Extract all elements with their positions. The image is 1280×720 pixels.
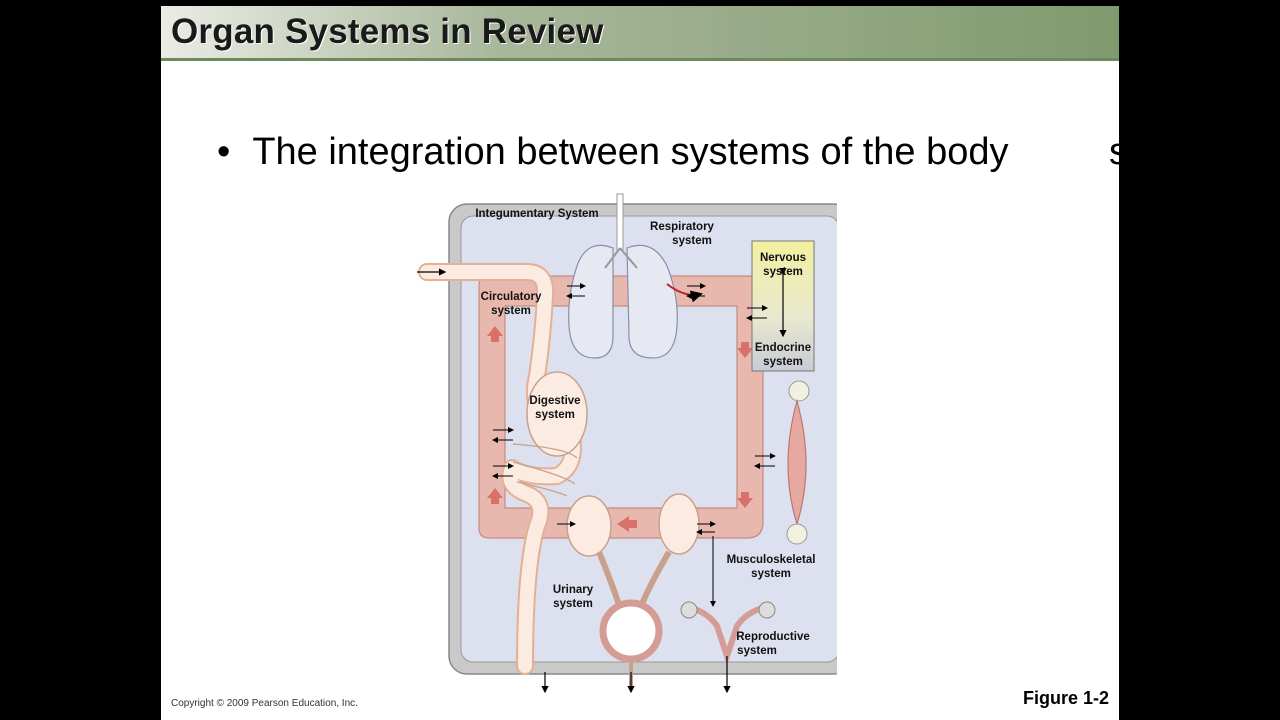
bullet-text: The integration between systems of the b…: [252, 131, 1009, 173]
intestines: [512, 443, 578, 497]
gas-exchange-arrow: [666, 283, 703, 303]
digestive-label-1: Digestive: [529, 395, 580, 407]
slide: Organ Systems in Review • The integration…: [161, 6, 1119, 720]
digestive-label-2: system: [535, 409, 575, 421]
circulatory-label-1: Circulatory: [481, 291, 542, 303]
exchange-arrows: [492, 283, 776, 607]
bronchi: [604, 247, 638, 269]
nervous-label-1: Nervous: [760, 252, 806, 264]
flow-arrow-right-top: [737, 342, 753, 358]
flow-arrow-right-bottom: [737, 492, 753, 508]
bullet-point: • The integration between systems of the …: [217, 131, 1009, 174]
endocrine-label-1: Endocrine: [755, 342, 811, 354]
respiratory-label-2: system: [672, 235, 712, 247]
organ-systems-diagram: Integumentary System Respiratory system …: [417, 193, 837, 694]
nervous-label-2: system: [763, 266, 803, 278]
copyright-text: Copyright © 2009 Pearson Education, Inc.: [171, 698, 358, 709]
left-kidney: [566, 495, 612, 557]
bullet-cutoff-text: s: [1109, 131, 1119, 173]
right-lung: [626, 244, 678, 359]
bladder: [599, 599, 663, 663]
respiratory-label-1: Respiratory: [650, 221, 715, 233]
figure-label: Figure 1-2: [1022, 688, 1109, 708]
musculoskeletal-label-1: Musculoskeletal: [727, 554, 816, 566]
circulatory-label-2: system: [491, 305, 531, 317]
reproductive-label-1: Reproductive: [736, 631, 810, 643]
slide-title: Organ Systems in Review: [171, 12, 604, 51]
endocrine-label-2: system: [763, 356, 803, 368]
flow-arrow-left-bottom: [487, 488, 503, 504]
bone-bottom: [786, 523, 808, 545]
urinary-label-1: Urinary: [553, 584, 594, 596]
right-kidney: [658, 493, 700, 555]
title-bar: Organ Systems in Review: [161, 6, 1119, 61]
flow-arrow-bottom: [617, 516, 637, 532]
bone-top: [788, 380, 810, 402]
flow-arrow-left-top: [487, 326, 503, 342]
urinary-label-2: system: [553, 598, 593, 610]
reproductive-label-2: system: [737, 645, 777, 657]
integumentary-label: Integumentary System: [475, 208, 598, 220]
left-lung: [568, 244, 614, 359]
musculoskeletal-label-2: system: [751, 568, 791, 580]
bullet-icon: •: [217, 131, 231, 173]
stomach: [526, 371, 588, 457]
